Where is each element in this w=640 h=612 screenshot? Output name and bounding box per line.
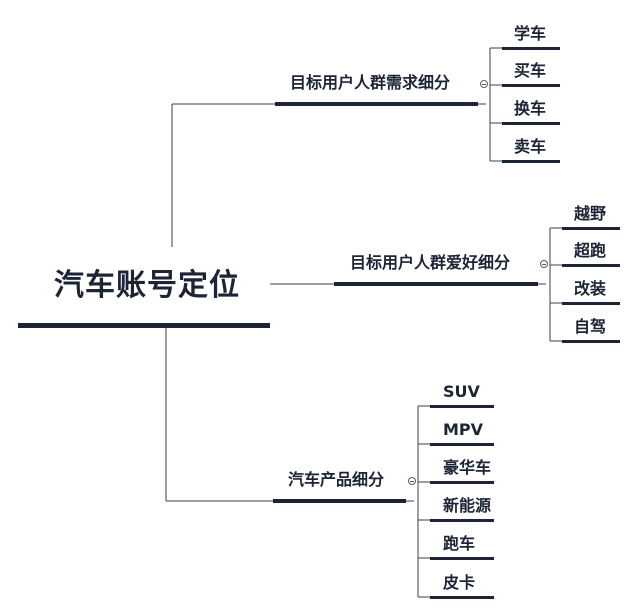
branch-1-collapse-icon[interactable]: [480, 80, 488, 88]
root-node[interactable]: 汽车账号定位: [54, 268, 240, 303]
branch-1-underline: [275, 102, 478, 106]
branch-2-leaf-2[interactable]: 超跑: [574, 241, 607, 260]
branch-2-collapse-icon[interactable]: [540, 260, 548, 268]
branch-3-leaf-2[interactable]: MPV: [443, 420, 484, 439]
branch-1-leaf-3-underline: [502, 122, 560, 125]
branch-3-leaf-6-underline: [430, 596, 494, 599]
branch-2-leaf-1-underline: [562, 227, 620, 230]
branch-3-node[interactable]: 汽车产品细分: [288, 470, 385, 489]
branch-1-node[interactable]: 目标用户人群需求细分: [290, 73, 451, 92]
branch-2-leaf-3-underline: [562, 302, 620, 305]
branch-3-leaf-1[interactable]: SUV: [443, 382, 480, 401]
root-underline: [18, 323, 270, 328]
branch-2-leaf-4-underline: [562, 340, 620, 343]
branch-3-leaf-1-underline: [430, 405, 494, 408]
branch-1-leaf-2[interactable]: 买车: [514, 61, 547, 80]
branch-3-underline: [273, 499, 406, 503]
branch-2-node[interactable]: 目标用户人群爱好细分: [350, 253, 511, 272]
branch-1-leaf-3[interactable]: 换车: [514, 99, 547, 118]
branch-3-leaf-4[interactable]: 新能源: [443, 496, 492, 515]
branch-1-leaf-4[interactable]: 卖车: [514, 137, 547, 156]
branch-1-leaf-4-underline: [502, 160, 560, 163]
branch-3-leaf-3[interactable]: 豪华车: [443, 458, 492, 477]
branch-3-leaf-5[interactable]: 跑车: [443, 534, 476, 553]
branch-1-leaf-2-underline: [502, 84, 560, 87]
branch-2-leaf-4[interactable]: 自驾: [574, 317, 607, 336]
branch-3-leaf-5-underline: [430, 557, 494, 560]
branch-1-leaf-1-underline: [502, 47, 560, 50]
branch-2-leaf-1[interactable]: 越野: [574, 204, 607, 223]
branch-1-leaf-1[interactable]: 学车: [514, 24, 547, 43]
branch-3-collapse-icon[interactable]: [408, 477, 416, 485]
branch-3-leaf-6[interactable]: 皮卡: [443, 573, 476, 592]
branch-2-leaf-2-underline: [562, 264, 620, 267]
branch-2-underline: [334, 282, 538, 286]
branch-3-leaf-3-underline: [430, 481, 494, 484]
branch-3-leaf-2-underline: [430, 443, 494, 446]
branch-2-leaf-3[interactable]: 改装: [574, 279, 607, 298]
branch-3-leaf-4-underline: [430, 519, 494, 522]
